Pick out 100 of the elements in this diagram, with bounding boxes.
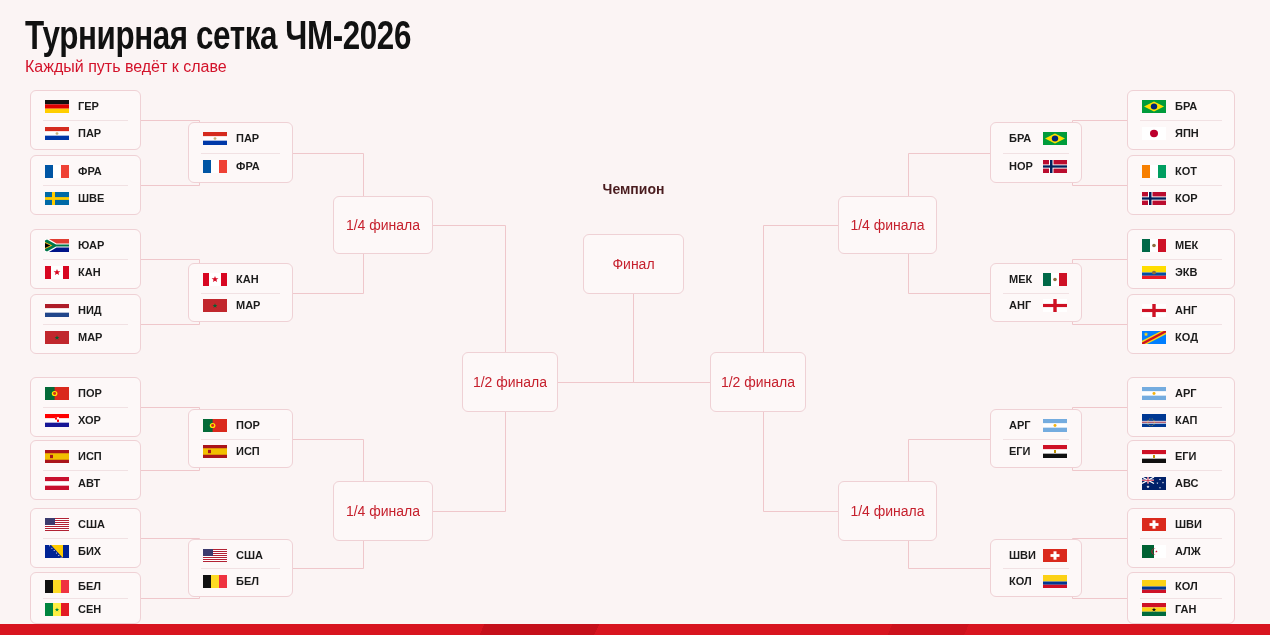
team-code: ЮАР bbox=[78, 239, 105, 252]
bracket-line bbox=[1072, 259, 1128, 264]
team-code: ГАН bbox=[1175, 603, 1197, 616]
bracket-line bbox=[432, 225, 506, 353]
team-code: ЭКВ bbox=[1175, 266, 1198, 279]
match-card bbox=[1127, 229, 1235, 289]
match-card bbox=[30, 572, 141, 624]
team-code: АВС bbox=[1175, 477, 1199, 490]
bracket-line bbox=[1072, 120, 1128, 123]
bracket-line bbox=[140, 467, 200, 471]
team-code: ИСП bbox=[236, 445, 260, 459]
bracket-line bbox=[140, 182, 200, 186]
stage-label: 1/2 финала bbox=[720, 374, 796, 390]
team-code: ГЕР bbox=[78, 100, 99, 113]
stage-card bbox=[333, 196, 433, 254]
stage-label: 1/4 финала bbox=[345, 217, 421, 233]
team-code: ФРА bbox=[78, 165, 102, 178]
team-code: ИСП bbox=[78, 450, 102, 463]
stage-card bbox=[838, 481, 937, 541]
match-card bbox=[1127, 90, 1235, 150]
stage-label: 1/4 финала bbox=[345, 503, 421, 519]
match-card bbox=[30, 155, 141, 215]
match-card bbox=[990, 263, 1082, 322]
bracket-line bbox=[1072, 467, 1128, 471]
bracket-line bbox=[1072, 596, 1128, 599]
team-code: ФРА bbox=[236, 159, 260, 173]
team-code: КОЛ bbox=[1009, 574, 1032, 588]
team-code: АРГ bbox=[1009, 418, 1031, 432]
match-card bbox=[1127, 155, 1235, 215]
match-card bbox=[30, 377, 141, 437]
team-code: КОД bbox=[1175, 331, 1198, 344]
team-code: КАН bbox=[236, 272, 259, 286]
team-code: НИД bbox=[78, 304, 102, 317]
match-card bbox=[30, 294, 141, 354]
stage-card bbox=[710, 352, 806, 412]
team-code: МЕК bbox=[1175, 239, 1199, 252]
match-card bbox=[1127, 377, 1235, 437]
team-code: ЕГИ bbox=[1175, 450, 1197, 463]
team-code: ШВИ bbox=[1009, 548, 1036, 562]
team-code: АРГ bbox=[1175, 387, 1197, 400]
bracket-line bbox=[140, 596, 200, 599]
team-code: БЕЛ bbox=[78, 580, 101, 593]
team-code: АЛЖ bbox=[1175, 545, 1201, 558]
bracket-line bbox=[432, 411, 506, 512]
team-code: БИХ bbox=[78, 545, 102, 558]
match-card bbox=[990, 409, 1082, 468]
match-card bbox=[188, 409, 293, 468]
match-card bbox=[1127, 508, 1235, 568]
team-code: МАР bbox=[236, 299, 261, 313]
team-code: МЕК bbox=[1009, 272, 1033, 286]
match-card bbox=[30, 508, 141, 568]
match-card bbox=[1127, 572, 1235, 624]
stage-card bbox=[333, 481, 433, 541]
team-code: ЕГИ bbox=[1009, 445, 1031, 459]
bracket-line bbox=[908, 439, 991, 482]
bracket-line bbox=[763, 225, 839, 353]
bracket-line bbox=[763, 411, 839, 512]
stage-label: Финал bbox=[612, 256, 655, 272]
stage-label: 1/2 финала bbox=[472, 374, 548, 390]
team-code: ШВЕ bbox=[78, 192, 105, 205]
bracket-line bbox=[140, 120, 200, 123]
team-code: ШВИ bbox=[1175, 518, 1202, 531]
team-code: МАР bbox=[78, 331, 103, 344]
match-card bbox=[188, 263, 293, 322]
team-code: КОЛ bbox=[1175, 580, 1198, 593]
team-code: КОТ bbox=[1175, 165, 1197, 178]
team-code: ПАР bbox=[236, 132, 260, 146]
match-card bbox=[188, 539, 293, 597]
match-card bbox=[30, 440, 141, 500]
team-code: КАН bbox=[78, 266, 101, 279]
team-code: КАП bbox=[1175, 414, 1198, 427]
team-code: ПАР bbox=[78, 127, 102, 140]
team-code: США bbox=[236, 548, 263, 562]
team-code: АВТ bbox=[78, 477, 101, 490]
team-code: ЯПН bbox=[1175, 127, 1199, 140]
bracket-line bbox=[1072, 321, 1128, 325]
team-code: ПОР bbox=[236, 418, 260, 432]
team-code: ПОР bbox=[78, 387, 102, 400]
team-code: БЕЛ bbox=[236, 574, 259, 588]
match-card bbox=[30, 229, 141, 289]
team-code: АНГ bbox=[1175, 304, 1198, 317]
team-code: КОР bbox=[1175, 192, 1198, 205]
bracket-line bbox=[1072, 182, 1128, 186]
stage-label: 1/4 финала bbox=[850, 503, 925, 519]
stage-card bbox=[583, 234, 684, 294]
bracket-line bbox=[140, 259, 200, 264]
bracket-line bbox=[140, 407, 200, 410]
bracket-line bbox=[292, 439, 364, 482]
team-code: БРА bbox=[1175, 100, 1198, 113]
stage-label: 1/4 финала bbox=[850, 217, 925, 233]
team-code: США bbox=[78, 518, 105, 531]
bracket-line bbox=[292, 540, 364, 569]
bracket-line bbox=[908, 540, 991, 569]
match-card bbox=[30, 90, 141, 150]
team-code: СЕН bbox=[78, 603, 102, 616]
match-card bbox=[188, 122, 293, 183]
match-card bbox=[1127, 294, 1235, 354]
team-code: ХОР bbox=[78, 414, 101, 427]
bracket-line bbox=[908, 153, 991, 197]
bracket-line bbox=[1072, 407, 1128, 410]
